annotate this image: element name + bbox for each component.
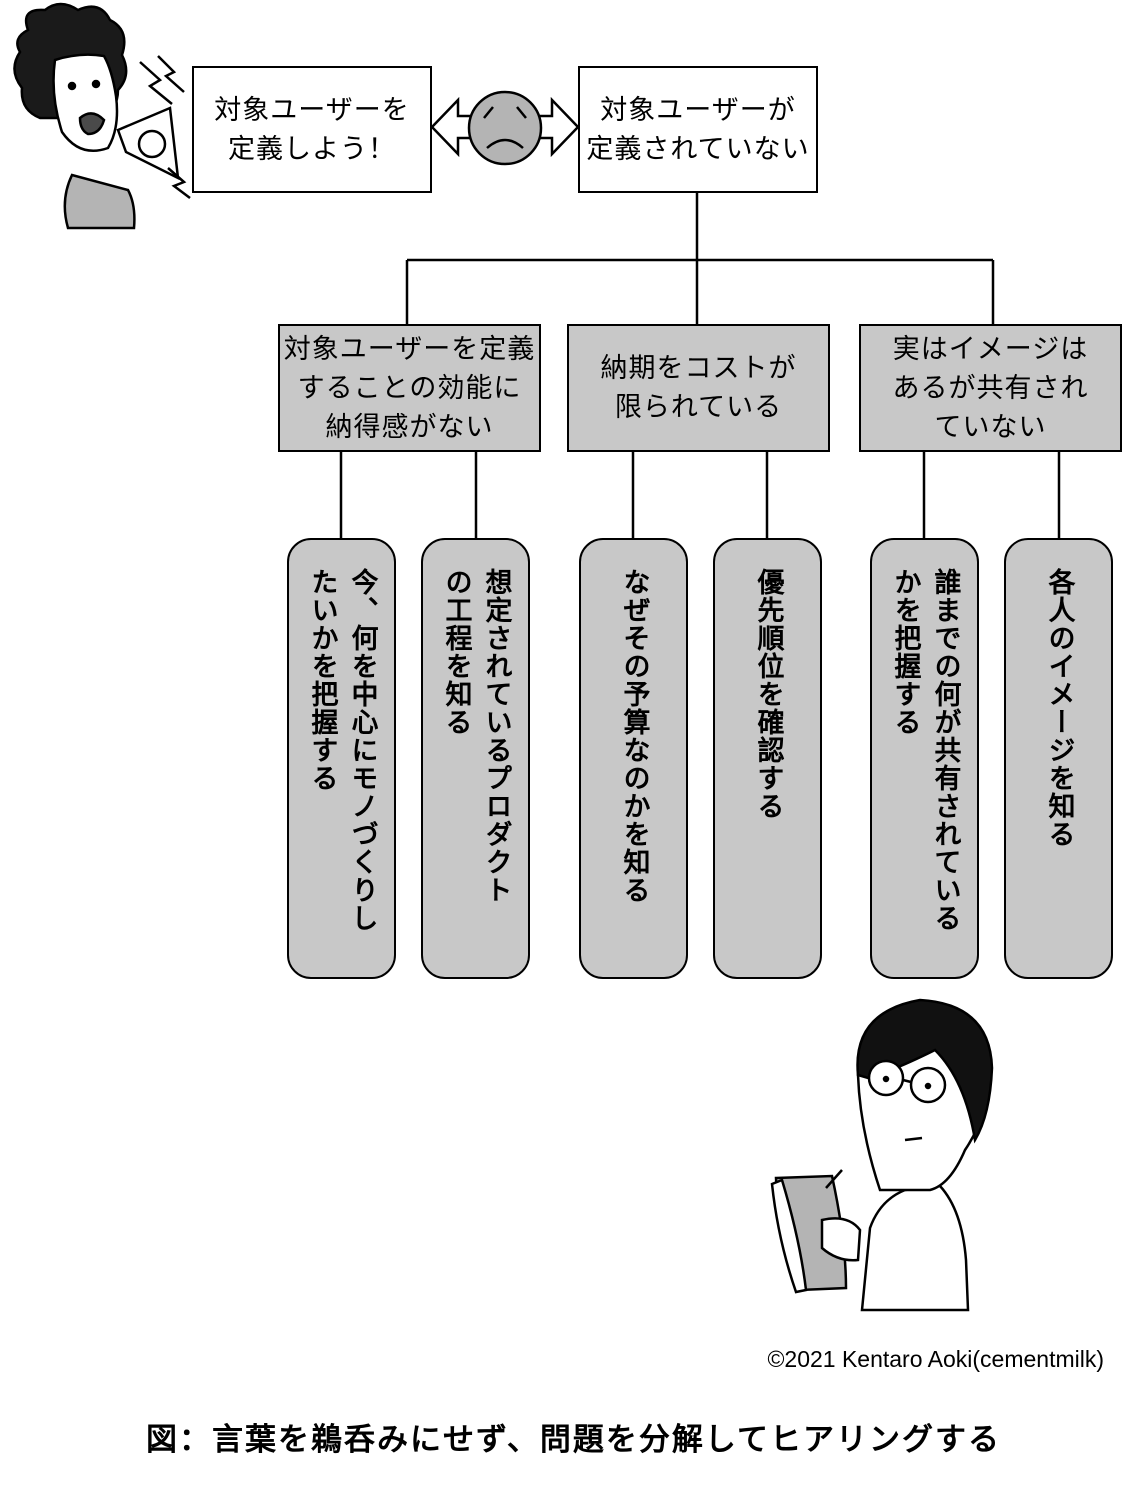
root-problem-box: 対象ユーザーが 定義されていない — [578, 66, 818, 193]
cause-box-budget: 納期をコストが 限られている — [567, 324, 830, 452]
speaker-box: 対象ユーザーを 定義しよう！ — [192, 66, 432, 193]
action-leaf: 各人のイメージを知る — [1004, 538, 1113, 979]
sad-face-icon — [467, 90, 543, 166]
cause-box-benefit: 対象ユーザーを定義 することの効能に 納得感がない — [278, 324, 541, 452]
action-text: 優先順位を確認する — [752, 568, 784, 820]
shouting-person-icon — [13, 2, 191, 230]
action-leaf: 優先順位を確認する — [713, 538, 822, 979]
action-leaf: 今、何を中心にモノづくりし たいかを把握する — [287, 538, 396, 979]
action-text: 各人のイメージを知る — [1043, 568, 1075, 848]
action-leaf: 想定されているプロダクト の工程を知る — [421, 538, 530, 979]
cause-box-shared-image: 実はイメージは あるが共有され ていない — [859, 324, 1122, 452]
action-text: 誰までの何が共有されている かを把握する — [889, 568, 961, 932]
note-taking-person-icon — [770, 998, 994, 1312]
action-text: なぜその予算なのかを知る — [618, 568, 650, 904]
tree-connectors — [339, 193, 1061, 539]
action-text: 想定されているプロダクト の工程を知る — [440, 568, 512, 904]
action-leaf: 誰までの何が共有されている かを把握する — [870, 538, 979, 979]
action-leaf: なぜその予算なのかを知る — [579, 538, 688, 979]
action-text: 今、何を中心にモノづくりし たいかを把握する — [306, 568, 378, 932]
copyright-text: ©2021 Kentaro Aoki(cementmilk) — [767, 1346, 1104, 1372]
figure-caption: 図：言葉を鵜呑みにせず、問題を分解してヒアリングする — [146, 1422, 1001, 1458]
